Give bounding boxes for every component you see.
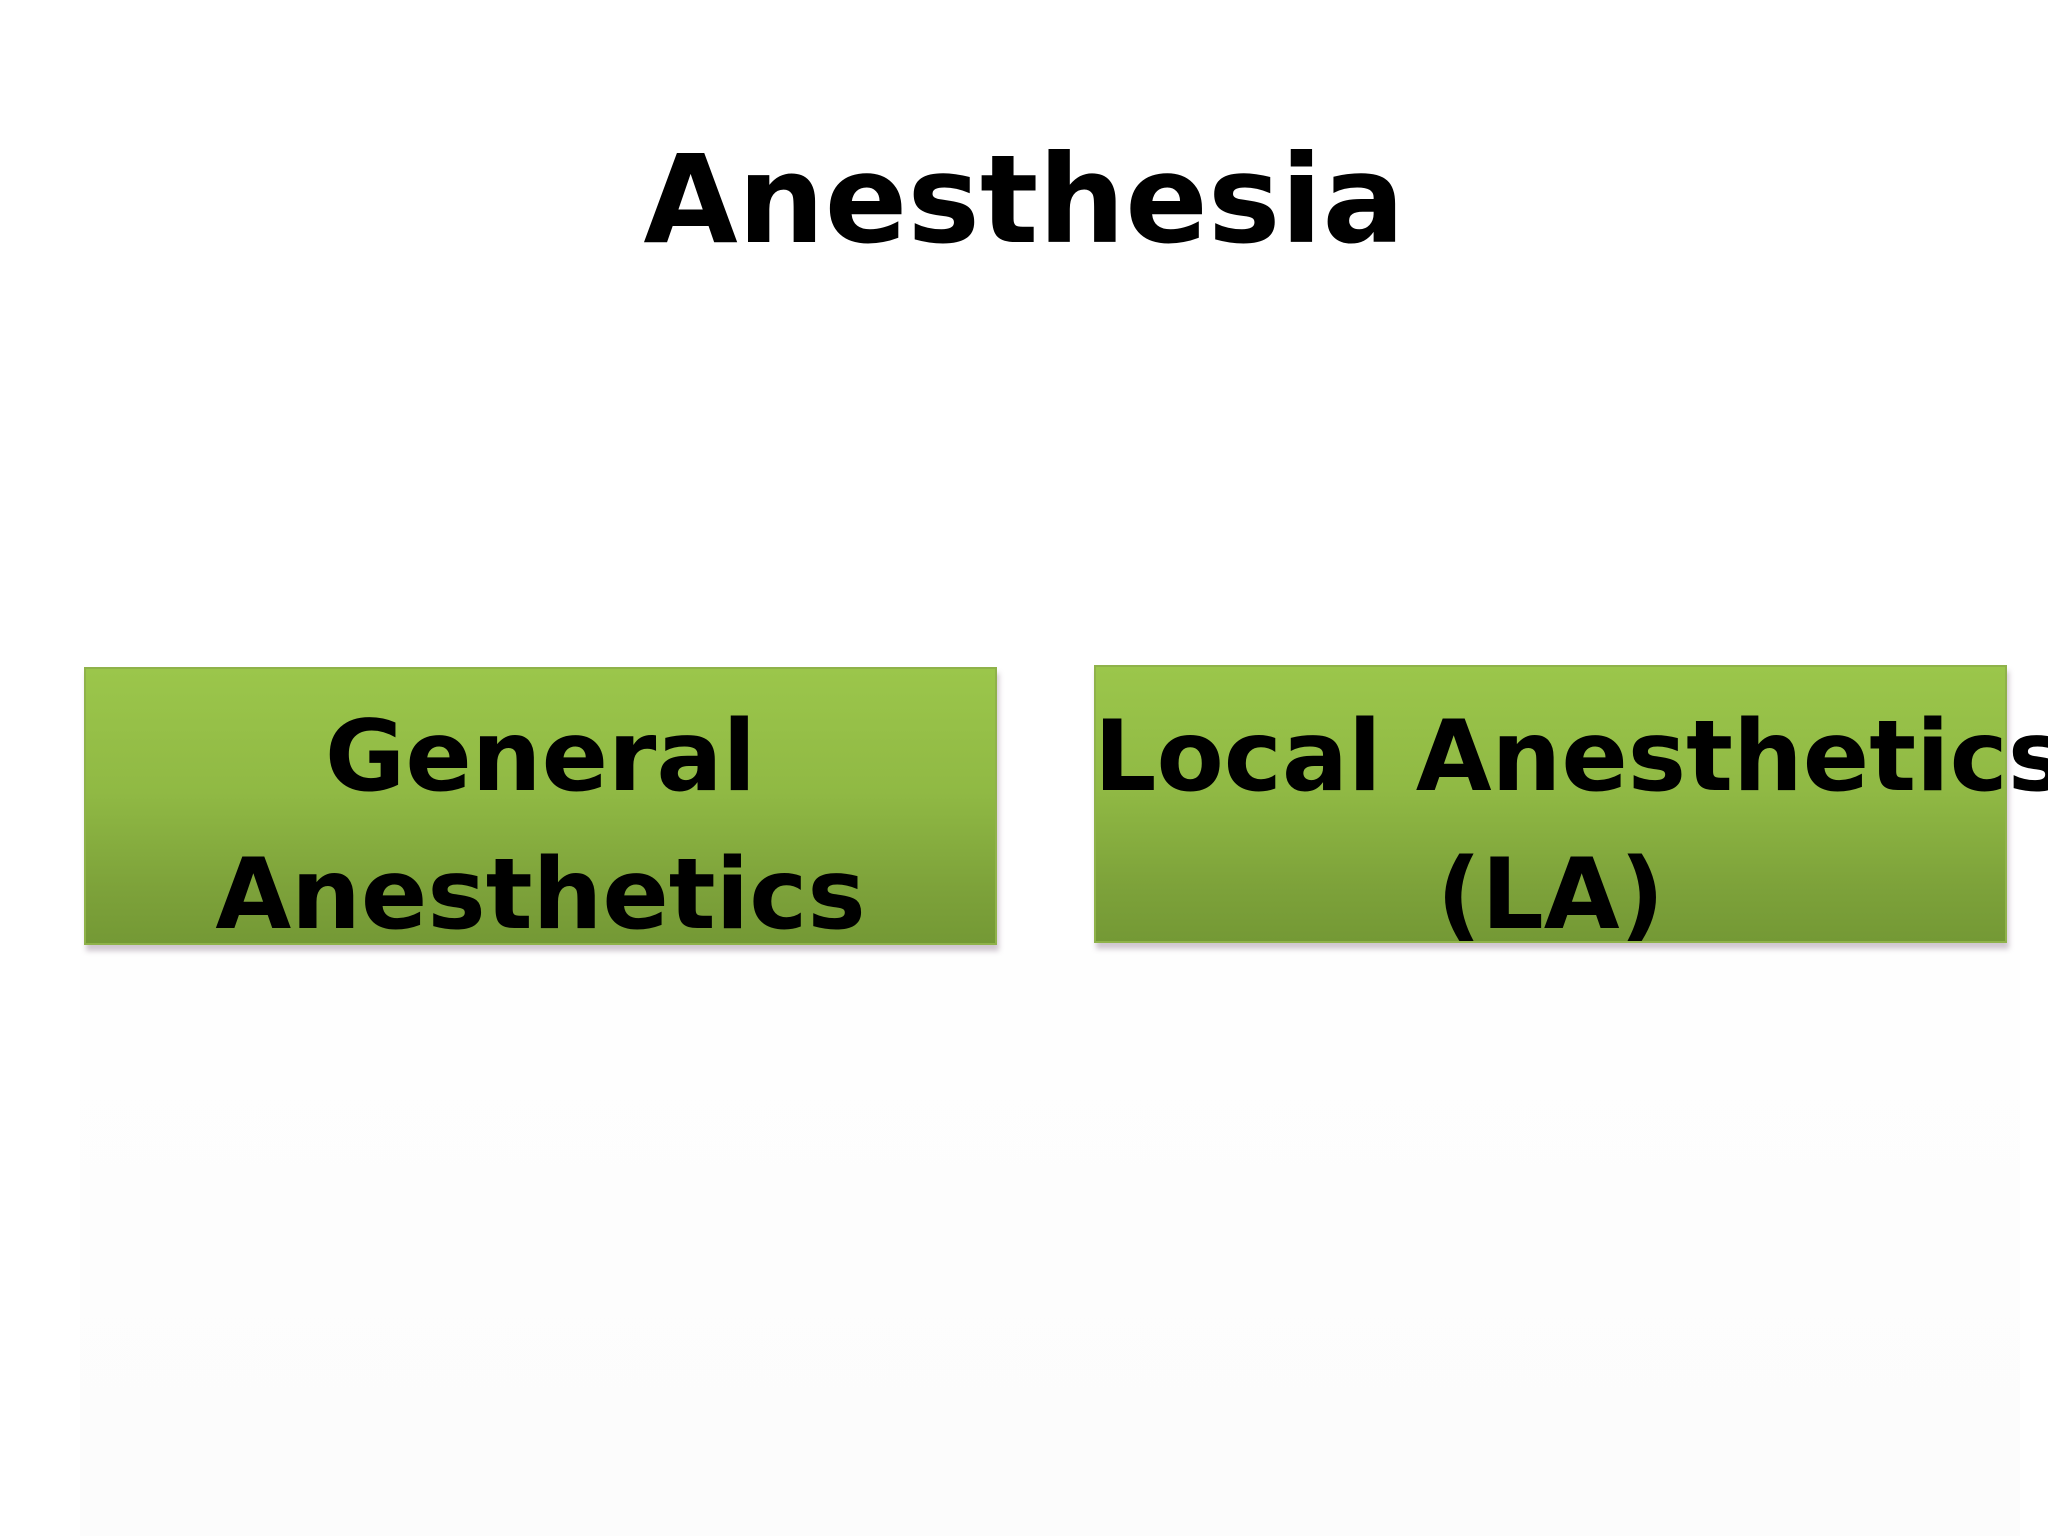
general-anesthetics-line1: General <box>324 700 757 814</box>
local-anesthetics-line2: (LA) <box>1436 838 1665 952</box>
general-anesthetics-box <box>84 667 997 945</box>
local-anesthetics-line1: Local Anesthetics <box>1094 700 2048 814</box>
general-anesthetics-label: General Anesthetics <box>84 688 997 964</box>
slide-title: Anesthesia <box>643 129 1405 271</box>
local-anesthetics-label: Local Anesthetics (LA) <box>1094 688 2048 964</box>
local-anesthetics-box <box>1094 665 2007 943</box>
slide-background-shade <box>80 950 2020 1536</box>
general-anesthetics-line2: Anesthetics <box>215 838 866 952</box>
